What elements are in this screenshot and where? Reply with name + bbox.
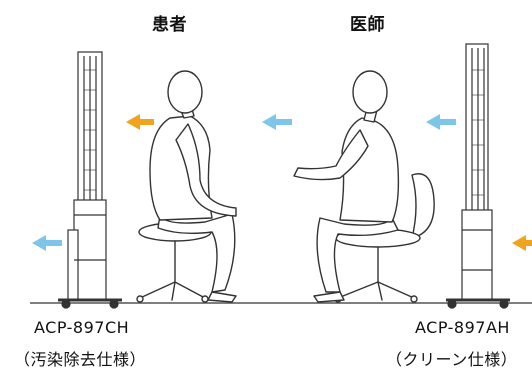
blue-arrow-upper-right-icon <box>426 114 456 130</box>
right-air-purifier-unit <box>446 43 510 309</box>
left-air-purifier-unit <box>58 51 122 309</box>
blue-arrow-lower-left-icon <box>32 235 62 251</box>
orange-arrow-lower-right-icon <box>512 235 532 251</box>
doctor-label: 医師 <box>350 15 385 35</box>
right-unit-description-label: （クリーン仕様） <box>386 350 518 369</box>
patient-figure <box>136 70 237 303</box>
airflow-arrows <box>32 114 532 251</box>
doctor-figure <box>293 70 435 303</box>
left-unit-description-label: （汚染除去仕様） <box>14 350 147 369</box>
patient-label: 患者 <box>152 15 187 35</box>
left-unit-model-label: ACP-897CH <box>34 318 130 337</box>
right-unit-model-label: ACP-897AH <box>415 318 510 337</box>
orange-arrow-left-icon <box>126 114 154 130</box>
blue-arrow-upper-center-icon <box>262 114 292 130</box>
